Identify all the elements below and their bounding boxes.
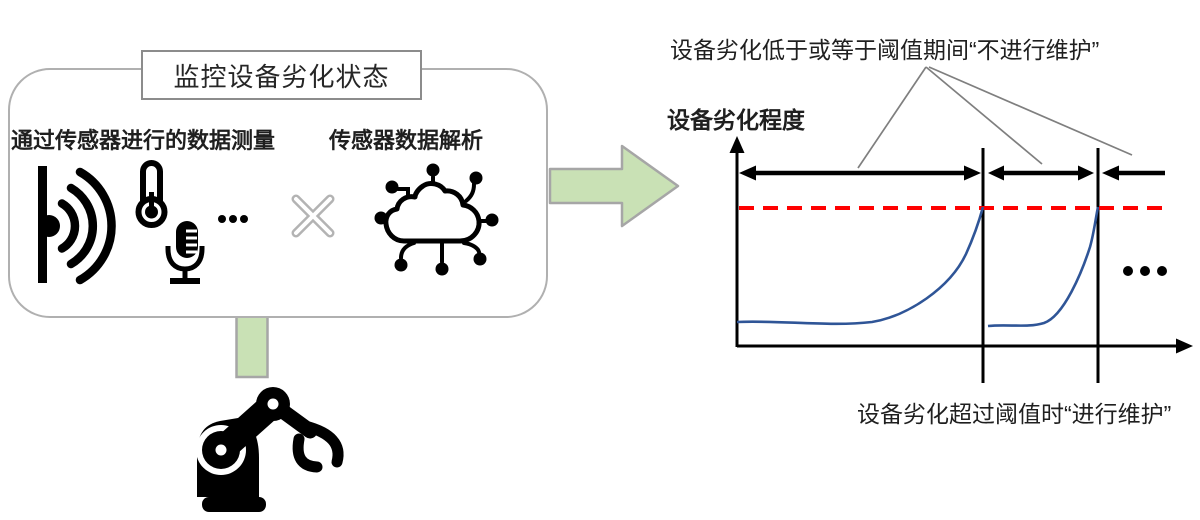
analysis-label: 传感器数据解析 <box>329 128 484 153</box>
cloud-network-icon <box>374 163 499 276</box>
acoustic-wave-icon <box>38 166 116 285</box>
chart-axes <box>729 136 1193 354</box>
multiply-icon <box>291 194 335 238</box>
flow-arrow-right <box>548 144 680 228</box>
interval-arrow-2 <box>988 165 1094 181</box>
interval-arrow-1 <box>739 165 981 181</box>
chart-y-axis-label: 设备劣化程度 <box>667 107 805 133</box>
thermometer-icon <box>135 160 168 228</box>
ellipsis-icon <box>218 215 248 223</box>
annotation-pointer-lines <box>857 66 1133 169</box>
chart-top-annotation: 设备劣化低于或等于阈值期间“不进行维护” <box>670 37 1100 63</box>
monitor-box-title-label: 监控设备劣化状态 <box>173 61 390 92</box>
microphone-icon <box>165 221 205 284</box>
measurement-label: 通过传感器进行的数据测量 <box>11 128 276 153</box>
degradation-curve-1 <box>736 206 985 326</box>
monitor-box-title: 监控设备劣化状态 <box>141 50 422 100</box>
chart-ellipsis-icon <box>1123 266 1167 276</box>
chart-bottom-annotation: 设备劣化超过阈值时“进行维护” <box>857 401 1172 427</box>
interval-arrow-3 <box>1102 165 1165 181</box>
robot-arm-icon <box>196 387 344 512</box>
degradation-curve-2 <box>987 206 1100 328</box>
flow-connector-down <box>235 318 269 379</box>
